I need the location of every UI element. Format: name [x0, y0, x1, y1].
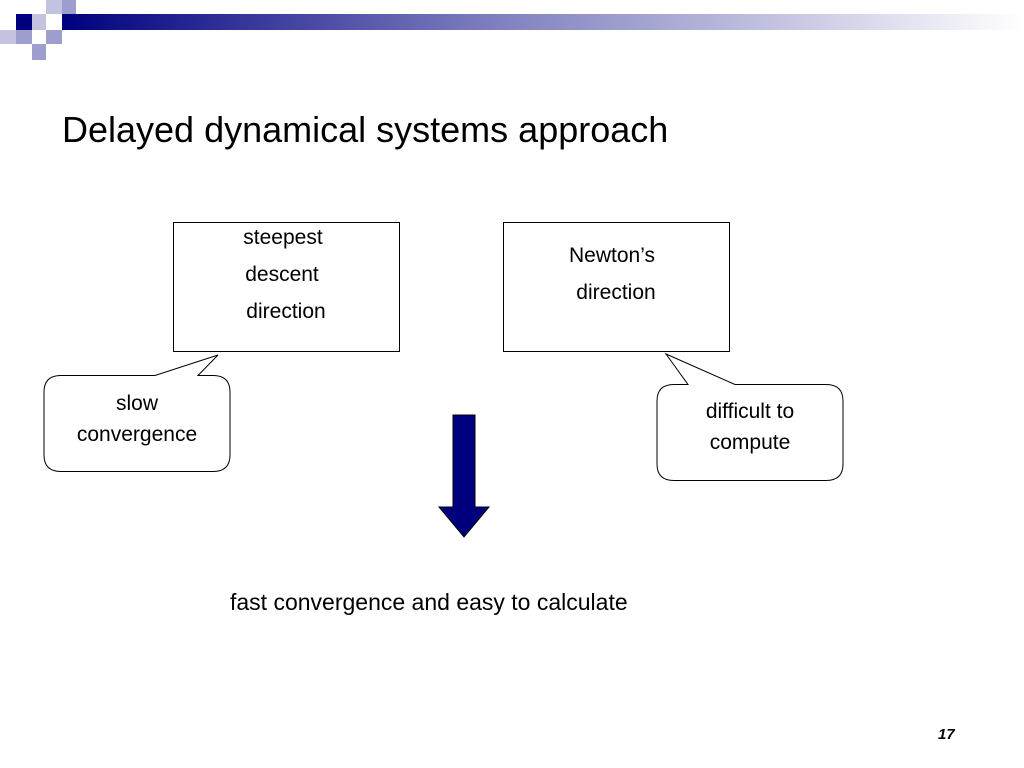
slide-title: Delayed dynamical systems approach: [62, 109, 669, 150]
checker-square: [46, 14, 62, 30]
checker-square: [16, 30, 32, 44]
steepest-descent-label: steepest descent direction: [173, 219, 399, 330]
box-line: direction: [576, 281, 656, 304]
checker-square: [32, 14, 46, 30]
callout-line: difficult to: [705, 400, 795, 423]
checker-square: [46, 0, 62, 14]
checker-square: [32, 44, 46, 60]
callout-line: slow: [115, 392, 158, 415]
checker-square: [0, 30, 16, 44]
newton-direction-label: Newton’s direction: [503, 237, 729, 311]
newton-direction-box: [503, 222, 730, 352]
result-statement: fast convergence and easy to calculate: [230, 589, 628, 615]
down-arrow-icon: [437, 414, 491, 538]
box-line: descent: [245, 263, 319, 286]
checker-square: [16, 14, 32, 30]
box-line: direction: [246, 300, 326, 323]
callout-line: compute: [709, 431, 791, 454]
difficult-to-compute-callout: difficult to compute: [657, 396, 843, 458]
steepest-descent-box: [173, 222, 400, 352]
checker-square: [62, 0, 76, 14]
box-line: steepest: [243, 226, 323, 249]
checker-square: [0, 0, 16, 14]
slow-convergence-callout-shape: [43, 354, 231, 472]
checker-square: [46, 30, 62, 44]
difficult-to-compute-callout-shape: [656, 352, 844, 481]
page-number: 17: [938, 726, 955, 743]
header-bar: [62, 14, 1024, 30]
slow-convergence-callout: slow convergence: [44, 388, 230, 450]
callout-line: convergence: [76, 423, 198, 446]
box-line: Newton’s: [569, 244, 655, 267]
